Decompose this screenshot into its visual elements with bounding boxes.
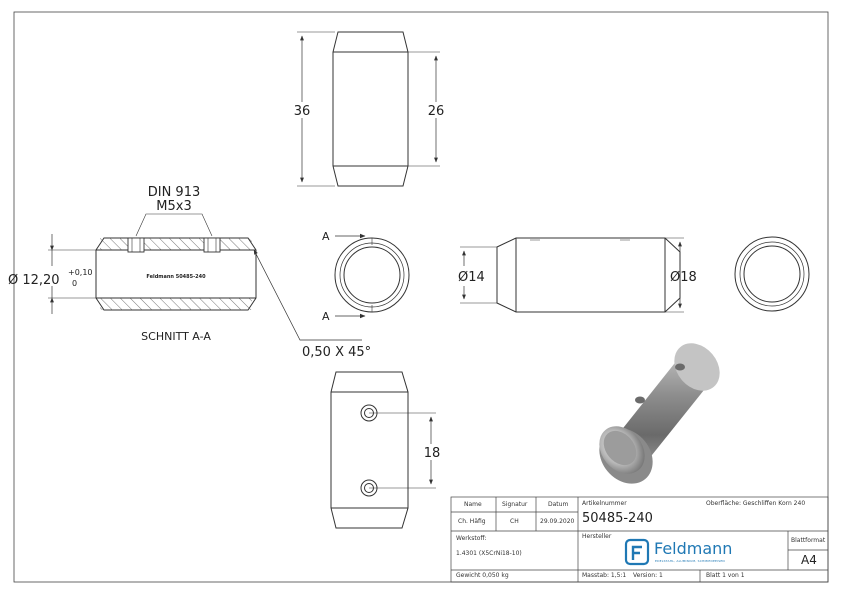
- feldmann-logo-icon: [624, 538, 650, 566]
- tb-oberflaeche: Oberfläche: Geschliffen Korn 240: [706, 500, 806, 507]
- dim-dia-12: Ø 12,20: [8, 273, 60, 288]
- bottom-view: [330, 371, 436, 529]
- tb-blattformat-label: Blattformat: [791, 537, 826, 544]
- tolerance-lower: 0: [72, 279, 77, 288]
- company-name: Feldmann: [654, 539, 733, 558]
- tb-blattformat: A4: [801, 553, 817, 567]
- section-mark-bottom: A: [322, 310, 330, 323]
- end-view-front: [334, 233, 410, 319]
- feldmann-logo: Feldmann EDELSTAHL, ALUMINIUM, SCHMIEDEE…: [624, 538, 734, 566]
- title-block-grid: [450, 496, 829, 583]
- sheet-frame: [13, 11, 829, 583]
- section-mark-top: A: [322, 230, 330, 243]
- engraving-text: Feldmann 50485-240: [146, 274, 206, 280]
- section-label: SCHNITT A-A: [141, 330, 211, 343]
- tb-signatur: CH: [510, 518, 519, 525]
- tb-massstab: Masstab: 1,5:1: [582, 572, 627, 579]
- end-view-right: [734, 236, 810, 312]
- tb-artikelnummer-label: Artikelnummer: [582, 500, 627, 507]
- section-view: [48, 213, 362, 341]
- chamfer-label: 0,50 X 45°: [302, 345, 371, 360]
- tb-header-datum: Datum: [548, 501, 569, 508]
- tb-name: Ch. Häfig: [458, 518, 486, 525]
- tb-header-name: Name: [464, 501, 482, 508]
- isometric-render: [599, 343, 720, 484]
- tb-hersteller-label: Hersteller: [582, 533, 612, 540]
- din-label-line2: M5x3: [156, 199, 191, 214]
- tb-artikelnummer: 50485-240: [582, 511, 653, 526]
- dim-dia-18: Ø18: [670, 270, 697, 285]
- tb-gewicht: Gewicht 0,050 kg: [456, 572, 509, 579]
- tb-header-signatur: Signatur: [502, 501, 528, 508]
- tb-datum: 29.09.2020: [540, 518, 575, 525]
- tb-werkstoff: 1.4301 (X5CrNi18-10): [456, 550, 522, 557]
- top-view: [297, 31, 440, 187]
- din-label-line1: DIN 913: [148, 185, 201, 200]
- tb-blatt: Blatt 1 von 1: [706, 572, 745, 579]
- tb-werkstoff-label: Werkstoff:: [456, 535, 487, 542]
- dim-height-26: 26: [428, 104, 445, 119]
- dim-dia-14: Ø14: [458, 270, 485, 285]
- company-tagline: EDELSTAHL, ALUMINIUM, SCHMIEDEEISEN: [655, 559, 725, 563]
- tolerance-upper: +0,10: [68, 268, 93, 277]
- dim-hole-spacing: 18: [424, 446, 441, 461]
- dim-height-36: 36: [294, 104, 311, 119]
- side-view: [460, 237, 684, 313]
- tb-version: Version: 1: [633, 572, 663, 579]
